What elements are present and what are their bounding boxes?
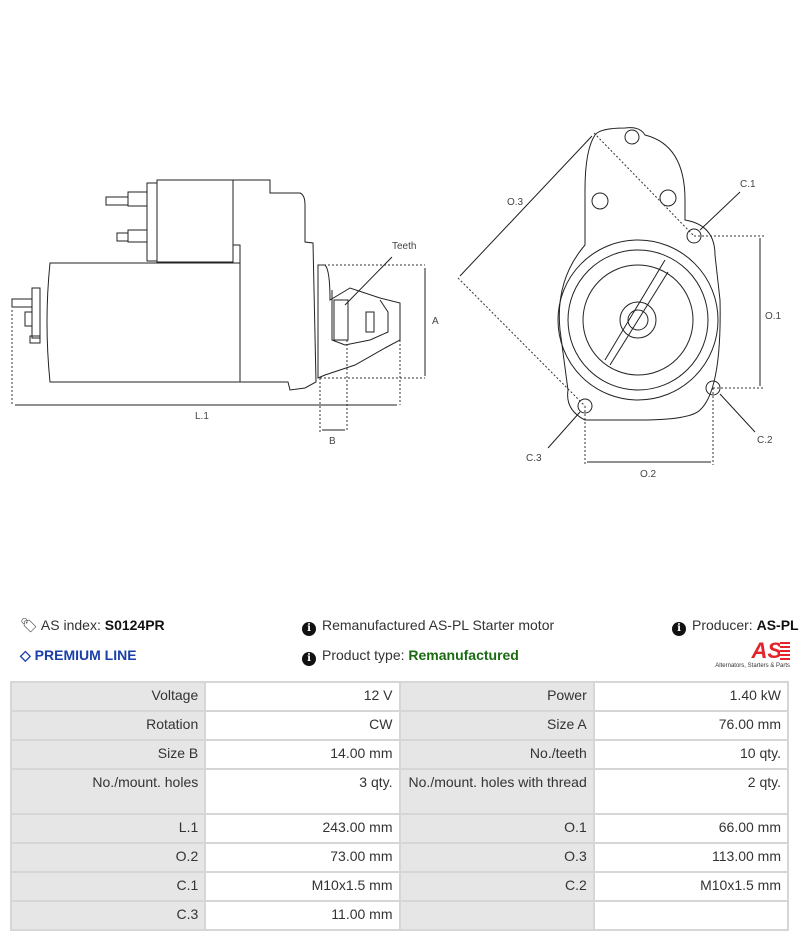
spec-value: 66.00 mm	[594, 815, 787, 842]
label-o3: O.3	[507, 197, 524, 208]
spec-value: 113.00 mm	[594, 844, 787, 871]
spec-label: C.2	[400, 873, 593, 900]
spec-label: No./mount. holes with thread	[400, 770, 593, 813]
spec-label: Size B	[12, 741, 205, 768]
info-circle-icon: i	[672, 622, 686, 636]
spec-label: L.1	[12, 815, 205, 842]
as-index: 🏷︎ AS index: S0124PR	[20, 617, 165, 633]
spec-value	[594, 902, 787, 929]
spec-label: Size A	[400, 712, 593, 739]
info-circle-icon: i	[302, 652, 316, 666]
front-view	[557, 127, 721, 421]
side-view	[11, 179, 401, 391]
diamond-icon: ◇	[20, 647, 31, 663]
spec-value: 243.00 mm	[206, 815, 399, 842]
spec-label: Power	[400, 683, 593, 710]
spec-value: 14.00 mm	[206, 741, 399, 768]
spec-value: M10x1.5 mm	[206, 873, 399, 900]
as-pl-logo: AS Alternators, Starters & Parts	[715, 638, 790, 669]
label-c2: C.2	[757, 435, 773, 446]
spec-label: C.3	[12, 902, 205, 929]
label-b: B	[329, 436, 336, 447]
spec-value: 76.00 mm	[594, 712, 787, 739]
spec-value: 1.40 kW	[594, 683, 787, 710]
label-c1: C.1	[740, 179, 756, 190]
spec-label: Voltage	[12, 683, 205, 710]
label-c3: C.3	[526, 453, 542, 464]
spec-value: 11.00 mm	[206, 902, 399, 929]
label-teeth: Teeth	[392, 241, 416, 252]
spec-label: No./mount. holes	[12, 770, 205, 813]
as-index-value: S0124PR	[104, 617, 165, 633]
spec-label: O.1	[400, 815, 593, 842]
spec-value: CW	[206, 712, 399, 739]
label-a: A	[432, 316, 439, 327]
tags-icon: 🏷︎	[20, 617, 38, 633]
spec-value: 2 qty.	[594, 770, 787, 813]
spec-label: O.2	[12, 844, 205, 871]
spec-value: 73.00 mm	[206, 844, 399, 871]
spec-value: 3 qty.	[206, 770, 399, 813]
spec-value: 12 V	[206, 683, 399, 710]
technical-drawing: Teeth A L.1 B O.3 C.1 O.1 C.2 C.3 O.2	[11, 127, 782, 480]
premium-line-link[interactable]: ◇ PREMIUM LINE	[20, 647, 137, 663]
spec-label: Rotation	[12, 712, 205, 739]
label-l1: L.1	[195, 411, 209, 422]
spec-label: C.1	[12, 873, 205, 900]
spec-label: No./teeth	[400, 741, 593, 768]
info-circle-icon: i	[302, 622, 316, 636]
label-o1: O.1	[765, 311, 782, 322]
spec-label: O.3	[400, 844, 593, 871]
spec-label	[400, 902, 593, 929]
spec-value: 10 qty.	[594, 741, 787, 768]
label-o2: O.2	[640, 469, 657, 480]
spec-value: M10x1.5 mm	[594, 873, 787, 900]
